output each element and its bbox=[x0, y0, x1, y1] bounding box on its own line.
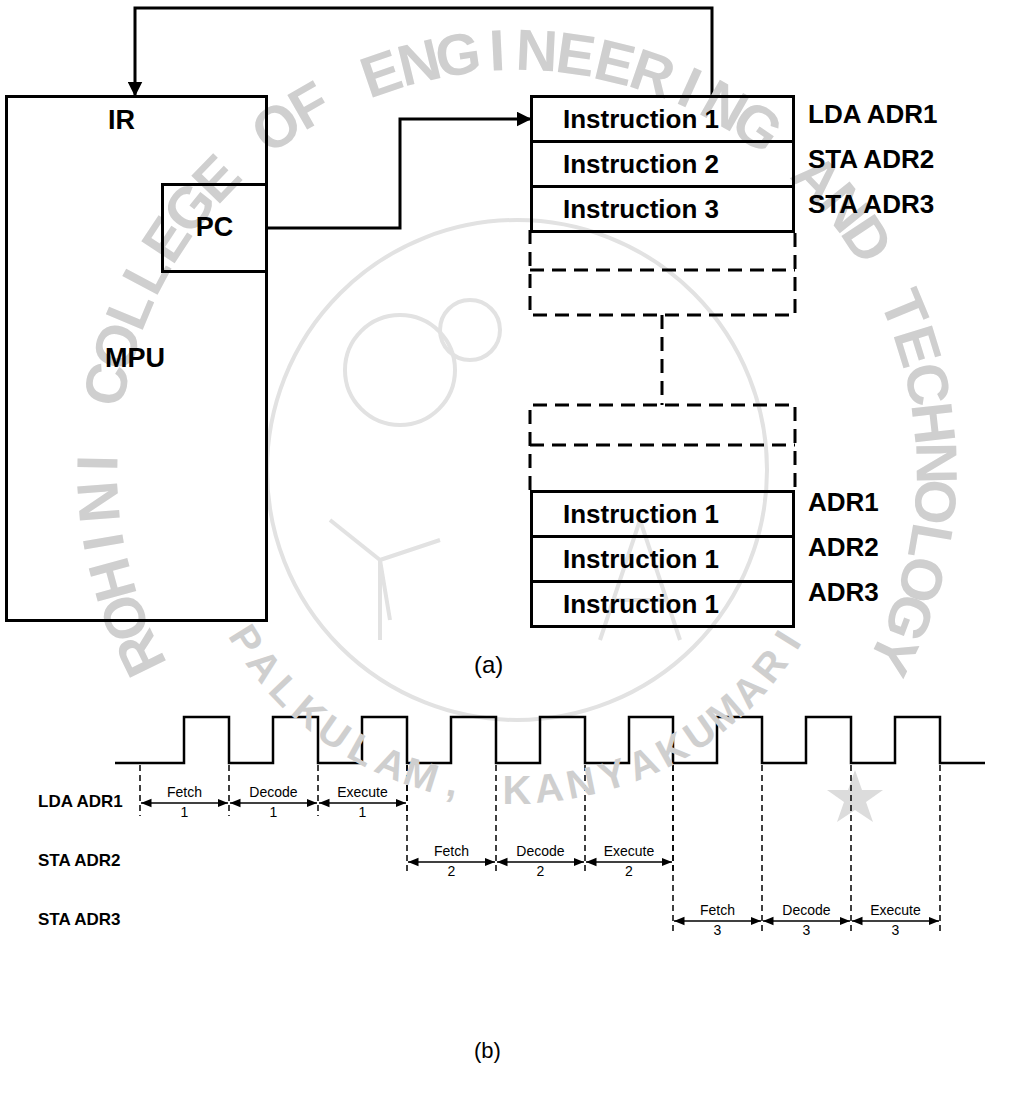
windmill-outline bbox=[330, 520, 440, 640]
row-label: STA ADR2 bbox=[38, 851, 121, 871]
memory-cell: Instruction 3 bbox=[530, 185, 795, 233]
phase-span-arrow bbox=[674, 920, 761, 922]
phase-boundary bbox=[761, 765, 763, 934]
phase-span-arrow bbox=[141, 802, 228, 804]
phase-name: Execute bbox=[337, 784, 388, 800]
phase-span-arrow bbox=[408, 861, 495, 863]
address-label: ADR2 bbox=[808, 533, 879, 563]
row-label: STA ADR3 bbox=[38, 910, 121, 930]
node-text: Instruction 3 bbox=[563, 195, 719, 224]
row-label: LDA ADR1 bbox=[38, 792, 123, 812]
memory-cell: Instruction 2 bbox=[530, 140, 795, 188]
phase-span-arrow bbox=[763, 920, 850, 922]
node-text: Instruction 1 bbox=[563, 500, 719, 529]
star-symbol bbox=[827, 770, 883, 822]
phase-span-arrow bbox=[586, 861, 672, 863]
phase-name: Execute bbox=[870, 902, 921, 918]
phase-number: 2 bbox=[448, 863, 456, 879]
memory-gap-line bbox=[661, 315, 664, 405]
node-text: Instruction 1 bbox=[563, 105, 719, 134]
memory-cell: Instruction 1 bbox=[530, 580, 795, 628]
memory-cell-dashed bbox=[530, 230, 795, 315]
phase-number: 3 bbox=[892, 922, 900, 938]
phase-boundary bbox=[939, 765, 941, 934]
phase-name: Fetch bbox=[700, 902, 735, 918]
phase-boundary bbox=[495, 765, 497, 875]
gear-outline bbox=[440, 300, 500, 360]
phase-span-arrow bbox=[497, 861, 584, 863]
phase-boundary bbox=[317, 765, 319, 816]
phase-number: 1 bbox=[359, 804, 367, 820]
node-text: PC bbox=[196, 213, 234, 243]
node-text: Instruction 1 bbox=[563, 590, 719, 619]
figure-caption: (a) bbox=[474, 651, 503, 679]
register-box: PC bbox=[161, 183, 268, 273]
phase-name: Fetch bbox=[167, 784, 202, 800]
phase-name: Execute bbox=[604, 843, 655, 859]
phase-number: 1 bbox=[181, 804, 189, 820]
phase-name: Fetch bbox=[434, 843, 469, 859]
clock-waveform bbox=[115, 717, 985, 763]
memory-cell: Instruction 1 bbox=[530, 490, 795, 538]
phase-name: Decode bbox=[516, 843, 564, 859]
address-label: ADR1 bbox=[808, 488, 879, 518]
instruction-mnemonic: STA ADR2 bbox=[808, 145, 934, 175]
phase-number: 3 bbox=[714, 922, 722, 938]
memory-cell: Instruction 1 bbox=[530, 535, 795, 583]
node-text: Instruction 1 bbox=[563, 545, 719, 574]
memory-cell-dashed bbox=[530, 405, 795, 490]
phase-boundary bbox=[850, 765, 852, 934]
memory-cell: Instruction 1 bbox=[530, 95, 795, 143]
figure-caption: (b) bbox=[474, 1038, 501, 1063]
phase-number: 3 bbox=[803, 922, 811, 938]
timing-diagram bbox=[115, 717, 985, 934]
address-label: ADR3 bbox=[808, 578, 879, 608]
phase-span-arrow bbox=[852, 920, 939, 922]
phase-boundary bbox=[228, 765, 230, 816]
node-text: MPU bbox=[105, 344, 165, 374]
node-text: Instruction 2 bbox=[563, 150, 719, 179]
phase-boundary bbox=[139, 765, 141, 816]
phase-number: 2 bbox=[625, 863, 633, 879]
watermark-emblem bbox=[267, 220, 883, 822]
instruction-mnemonic: STA ADR3 bbox=[808, 190, 934, 220]
phase-boundary bbox=[672, 765, 674, 934]
phase-number: 2 bbox=[537, 863, 545, 879]
processor-box: PC IR MPU bbox=[5, 95, 268, 622]
instruction-mnemonic: LDA ADR1 bbox=[808, 100, 938, 130]
memory-cell-dashed bbox=[530, 444, 795, 447]
emblem-ring bbox=[267, 220, 767, 720]
node-text: IR bbox=[108, 106, 135, 136]
memory-cell-dashed bbox=[530, 269, 795, 272]
phase-name: Decode bbox=[249, 784, 297, 800]
phase-number: 1 bbox=[270, 804, 278, 820]
phase-span-arrow bbox=[230, 802, 317, 804]
phase-span-arrow bbox=[319, 802, 406, 804]
phase-name: Decode bbox=[782, 902, 830, 918]
memory-dashed-cells bbox=[530, 230, 795, 490]
